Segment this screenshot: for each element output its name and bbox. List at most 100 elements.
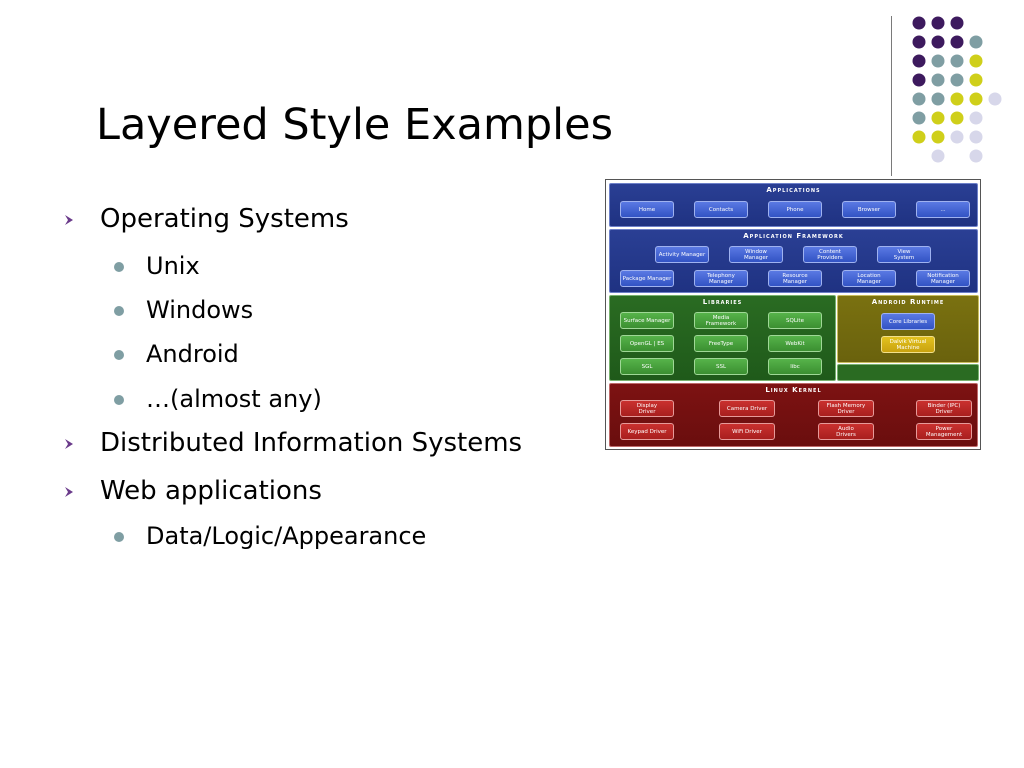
- dot-icon: [114, 306, 124, 316]
- libraries-layer-extension: [837, 364, 979, 381]
- dot-icon: [114, 350, 124, 360]
- layer-title: Applications: [766, 186, 821, 194]
- decorative-dot: [931, 130, 945, 144]
- diagram-box: Surface Manager: [620, 312, 674, 329]
- applications-layer: Applications Home Contacts Phone Browser…: [609, 183, 978, 227]
- diagram-box: SGL: [620, 358, 674, 375]
- decorative-dot: [950, 92, 964, 106]
- decorative-dot: [931, 16, 945, 30]
- diagram-box: Display Driver: [620, 400, 674, 417]
- decorative-dot: [950, 73, 964, 87]
- decorative-dot: [912, 35, 926, 49]
- slide-title: Layered Style Examples: [96, 100, 613, 150]
- bullet-level1: Web applications: [65, 476, 322, 506]
- decorative-dot: [969, 35, 983, 49]
- diagram-box: Browser: [842, 201, 896, 218]
- diagram-box: Core Libraries: [881, 313, 935, 330]
- diagram-box: Dalvik Virtual Machine: [881, 336, 935, 353]
- bullet-text: Unix: [146, 252, 200, 280]
- bullet-level1: Distributed Information Systems: [65, 428, 523, 458]
- diagram-box: Media Framework: [694, 312, 748, 329]
- bullet-text: Distributed Information Systems: [100, 428, 523, 458]
- bullet-text: Operating Systems: [100, 204, 349, 234]
- decorative-dot: [969, 130, 983, 144]
- vertical-divider: [891, 16, 892, 176]
- bullet-text: …(almost any): [146, 385, 322, 413]
- layer-title: Linux Kernel: [765, 386, 822, 394]
- diagram-box: Location Manager: [842, 270, 896, 287]
- diagram-box: Package Manager: [620, 270, 674, 287]
- bullet-text: Web applications: [100, 476, 322, 506]
- bullet-text: Windows: [146, 296, 254, 324]
- bullet-text: Android: [146, 340, 239, 368]
- decorative-dot: [969, 73, 983, 87]
- diagram-box: Keypad Driver: [620, 423, 674, 440]
- android-runtime-layer: Android Runtime Core Libraries Dalvik Vi…: [837, 295, 979, 363]
- diagram-box: Audio Drivers: [818, 423, 874, 440]
- chevron-arrow-icon: [65, 439, 73, 449]
- diagram-box: OpenGL | ES: [620, 335, 674, 352]
- diagram-box: SQLite: [768, 312, 822, 329]
- decorative-dot: [912, 73, 926, 87]
- layer-title: Libraries: [702, 298, 743, 306]
- layer-title: Application Framework: [743, 232, 844, 240]
- bullet-level2: Data/Logic/Appearance: [114, 522, 427, 550]
- diagram-box: Camera Driver: [719, 400, 775, 417]
- layer-title: Android Runtime: [871, 298, 945, 306]
- diagram-box: SSL: [694, 358, 748, 375]
- decorative-dot: [931, 54, 945, 68]
- decorative-dot: [969, 92, 983, 106]
- chevron-arrow-icon: [65, 487, 73, 497]
- diagram-box: Contacts: [694, 201, 748, 218]
- decorative-dot: [912, 92, 926, 106]
- decorative-dot: [969, 111, 983, 125]
- decorative-dot: [988, 92, 1002, 106]
- diagram-box: View System: [877, 246, 931, 263]
- bullet-level1: Operating Systems: [65, 204, 349, 234]
- diagram-box: libc: [768, 358, 822, 375]
- bullet-level2: Unix: [114, 252, 200, 280]
- decorative-dot: [912, 16, 926, 30]
- decorative-dot: [931, 149, 945, 163]
- diagram-box: Window Manager: [729, 246, 783, 263]
- bullet-level2: Windows: [114, 296, 254, 324]
- decorative-dot: [912, 111, 926, 125]
- chevron-arrow-icon: [65, 215, 73, 225]
- diagram-box: Binder (IPC) Driver: [916, 400, 972, 417]
- decorative-dot: [931, 111, 945, 125]
- decorative-dot: [931, 73, 945, 87]
- diagram-box: WebKit: [768, 335, 822, 352]
- diagram-box: ...: [916, 201, 970, 218]
- application-framework-layer: Application Framework Activity Manager W…: [609, 229, 978, 293]
- diagram-box: Flash Memory Driver: [818, 400, 874, 417]
- decorative-dot: [950, 54, 964, 68]
- decorative-dot: [931, 92, 945, 106]
- diagram-box: Notification Manager: [916, 270, 970, 287]
- diagram-box: Telephony Manager: [694, 270, 748, 287]
- decorative-dot: [950, 16, 964, 30]
- libraries-layer: Libraries Surface Manager Media Framewor…: [609, 295, 836, 381]
- diagram-box: Phone: [768, 201, 822, 218]
- diagram-box: FreeType: [694, 335, 748, 352]
- decorative-dot: [950, 35, 964, 49]
- diagram-box: WiFi Driver: [719, 423, 775, 440]
- decorative-dot: [969, 54, 983, 68]
- decorative-dot: [950, 111, 964, 125]
- diagram-box: Power Management: [916, 423, 972, 440]
- linux-kernel-layer: Linux Kernel Display Driver Camera Drive…: [609, 383, 978, 447]
- decorative-dot: [931, 35, 945, 49]
- decorative-dot: [950, 130, 964, 144]
- android-architecture-diagram: Applications Home Contacts Phone Browser…: [605, 179, 981, 450]
- dot-icon: [114, 262, 124, 272]
- diagram-box: Activity Manager: [655, 246, 709, 263]
- dot-icon: [114, 532, 124, 542]
- bullet-level2: …(almost any): [114, 385, 322, 413]
- diagram-box: Content Providers: [803, 246, 857, 263]
- decorative-dot: [969, 149, 983, 163]
- bullet-level2: Android: [114, 340, 239, 368]
- bullet-text: Data/Logic/Appearance: [146, 522, 427, 550]
- decorative-dot: [912, 130, 926, 144]
- diagram-box: Home: [620, 201, 674, 218]
- decorative-dot: [912, 54, 926, 68]
- diagram-box: Resource Manager: [768, 270, 822, 287]
